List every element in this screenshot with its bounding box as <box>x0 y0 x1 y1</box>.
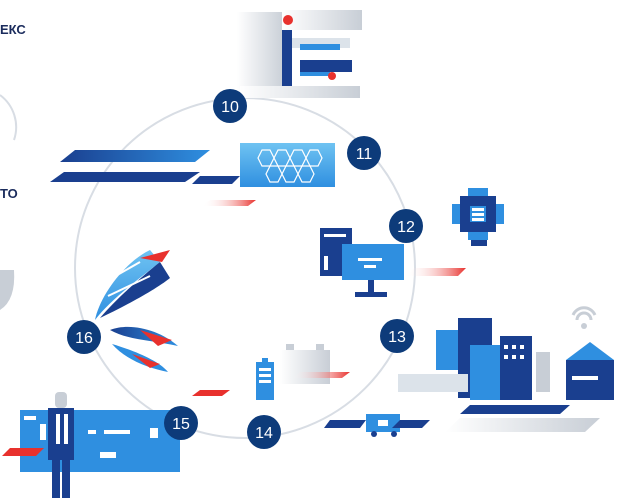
step-number-14: 14 <box>255 425 273 442</box>
computer-monitor-icon <box>320 228 466 297</box>
step-badge-12: 12 <box>389 209 423 243</box>
medical-equipment-icon <box>237 10 362 98</box>
leaf-icon <box>95 250 178 372</box>
step-badge-16: 16 <box>67 320 101 354</box>
step-badge-14: 14 <box>247 415 281 449</box>
step-number-11: 11 <box>356 146 373 163</box>
left-arc-fragment <box>0 94 18 141</box>
label-mid-left: ТО <box>0 186 18 201</box>
circuit-board-icon <box>2 390 230 498</box>
step-number-10: 10 <box>221 99 239 116</box>
microchip-icon <box>452 188 504 246</box>
solar-panel-icon <box>50 143 335 206</box>
electric-vehicle-icon <box>324 414 430 437</box>
step-number-12: 12 <box>397 219 415 236</box>
step-badge-15: 15 <box>164 406 198 440</box>
step-badge-11: 11 <box>347 136 381 170</box>
left-shape-fragment <box>0 270 15 310</box>
step-number-13: 13 <box>388 329 406 346</box>
step-badge-13: 13 <box>380 319 414 353</box>
step-badge-10: 10 <box>213 89 247 123</box>
step-number-15: 15 <box>172 416 190 433</box>
battery-icon <box>256 344 350 400</box>
label-top-left: ЕКС <box>0 22 26 37</box>
smart-city-icon <box>398 306 614 432</box>
step-number-16: 16 <box>75 330 93 347</box>
